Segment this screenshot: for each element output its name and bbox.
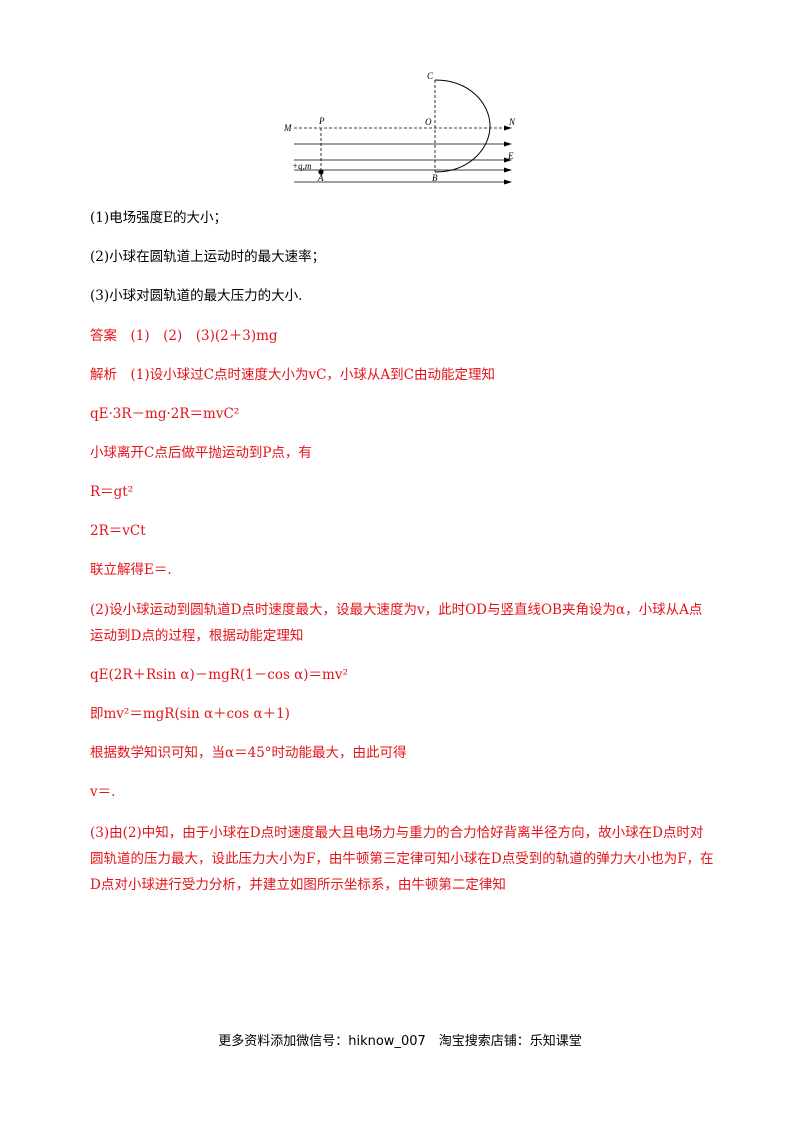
question-2: (2)小球在圆轨道上运动时的最大速率； xyxy=(90,249,326,265)
equation-6: v＝. xyxy=(90,784,116,800)
solution-line-1: 解析 (1)设小球过C点时速度大小为vC，小球从A到C由动能定理知 xyxy=(90,367,495,383)
arrow-head-4 xyxy=(504,179,512,185)
equation-4: qE(2R＋Rsin α)－mgR(1－cos α)＝mv² xyxy=(90,667,348,683)
label-n: N xyxy=(508,117,516,127)
label-m: M xyxy=(283,123,292,133)
equation-1: qE·3R－mg·2R＝mvC² xyxy=(90,406,240,422)
equation-3: 2R＝vCt xyxy=(90,523,146,539)
part3-paragraph: (3)由(2)中知，由于小球在D点时速度最大且电场力与重力的合力恰好背离半径方向… xyxy=(90,825,714,893)
equation-2: R＝gt² xyxy=(90,484,134,500)
label-b: B xyxy=(432,173,438,183)
question-3: (3)小球对圆轨道的最大压力的大小. xyxy=(90,288,303,304)
label-c: C xyxy=(427,71,434,81)
arrow-head-n xyxy=(504,125,512,131)
semicircle-track xyxy=(434,79,491,173)
question-1: (1)电场强度E的大小； xyxy=(90,210,227,226)
label-a: A xyxy=(317,173,324,183)
part2-paragraph: (2)设小球运动到圆轨道D点时速度最大，设最大速度为v，此时OD与竖直线OB夹角… xyxy=(90,602,703,644)
solution-line-3: 联立解得E＝. xyxy=(90,562,172,578)
label-charge: +q,m xyxy=(292,161,312,171)
arrow-head-2 xyxy=(504,157,512,163)
equation-5: 即mv²＝mgR(sin α＋cos α＋1) xyxy=(90,706,290,722)
track-field-diagram: C M P O N E +q,m A B xyxy=(283,71,516,185)
answer-line: 答案 (1) (2) (3)(2＋3)mg xyxy=(90,328,278,344)
label-e: E xyxy=(507,151,514,161)
solution-line-4: 根据数学知识可知，当α＝45°时动能最大，由此可得 xyxy=(90,745,407,761)
arrow-head-3 xyxy=(504,167,512,173)
label-p: P xyxy=(318,116,325,126)
solution-line-2: 小球离开C点后做平抛运动到P点，有 xyxy=(90,445,312,461)
charged-ball xyxy=(318,169,324,175)
footer-text: 更多资料添加微信号：hiknow_007 淘宝搜索店铺：乐知课堂 xyxy=(218,1034,582,1049)
label-o: O xyxy=(425,117,432,127)
arrow-head-1 xyxy=(504,141,512,147)
physics-diagram: C M P O N E +q,m A B xyxy=(280,66,530,194)
